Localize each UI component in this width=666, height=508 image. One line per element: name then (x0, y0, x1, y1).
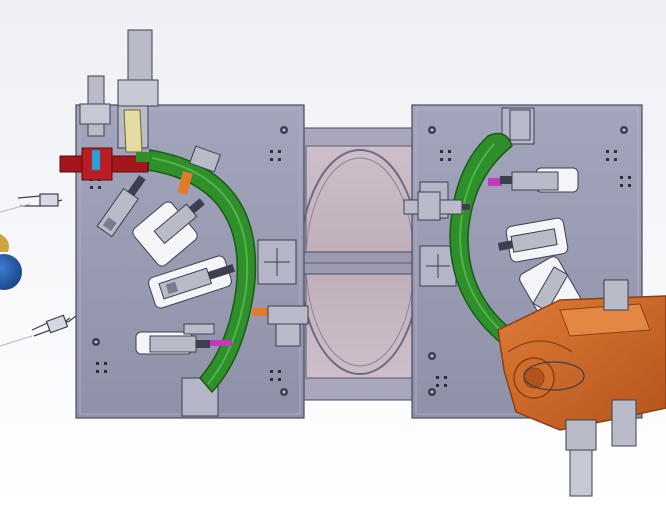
clamp-unit (500, 171, 559, 191)
clamp-unit (509, 109, 531, 141)
robot-tool (565, 279, 637, 497)
clamp-unit (96, 175, 146, 238)
clamp-unit (497, 228, 558, 253)
clamp-unit (158, 263, 235, 300)
red-gripper (59, 147, 150, 181)
gripper-claw (17, 193, 77, 337)
clamp-unit (403, 191, 470, 221)
clamp-unit (149, 323, 215, 353)
clamp-unit (153, 198, 205, 245)
curved-fixture-right (449, 132, 522, 352)
clamp-unit (532, 266, 569, 313)
turntable-frame (299, 127, 421, 401)
curved-fixture-left (147, 149, 274, 394)
clamp-unit (267, 305, 309, 347)
clamp-unit (189, 145, 221, 173)
robot-arm (497, 295, 666, 431)
bolt-clusters (90, 150, 631, 387)
actuator-tower (79, 29, 159, 153)
blue-sphere (0, 234, 22, 290)
